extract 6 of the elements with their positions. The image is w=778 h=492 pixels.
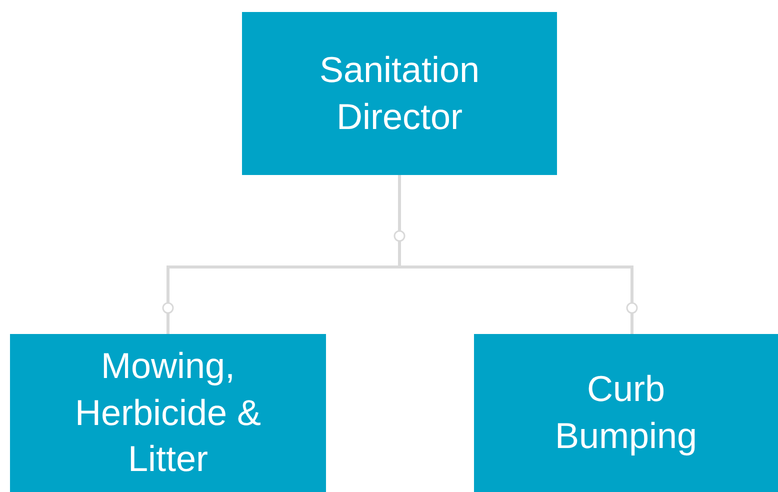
role-title: Sanitation Director (318, 48, 481, 138)
role-title: Mowing, Herbicide & Litter (74, 344, 262, 482)
org-box (474, 334, 778, 492)
org-box (10, 334, 326, 492)
role-title: Curb Bumping (554, 367, 698, 458)
org-box (242, 12, 557, 175)
